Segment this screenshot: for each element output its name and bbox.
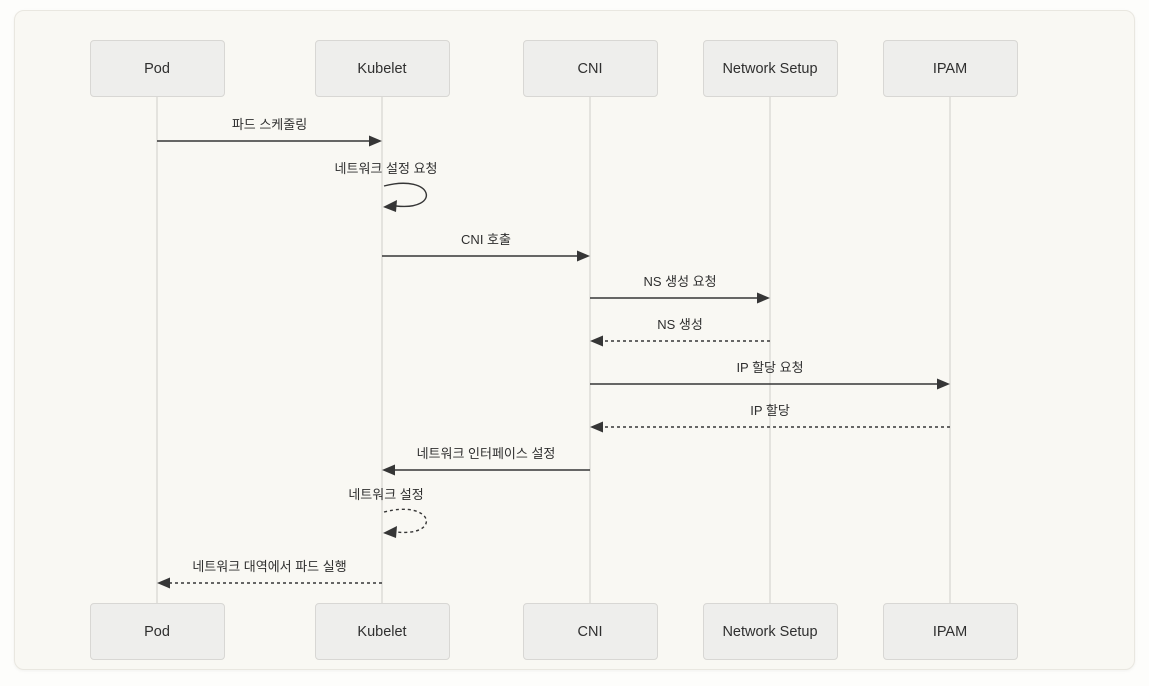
actor-label: Pod (144, 623, 170, 640)
actor-bottom-kubelet: Kubelet (314, 603, 450, 660)
actor-top-pod: Pod (89, 40, 225, 97)
actor-bottom-cni: CNI (522, 603, 658, 660)
message-label-2: CNI 호출 (461, 232, 511, 247)
message-label-8: 네트워크 설정 (348, 487, 424, 502)
message-label-6: IP 할당 (750, 403, 790, 418)
message-label-3: NS 생성 요청 (643, 274, 717, 289)
actor-bottom-pod: Pod (89, 603, 225, 660)
message-label-5: IP 할당 요청 (736, 360, 804, 375)
actor-top-cni: CNI (522, 40, 658, 97)
actor-label: Kubelet (357, 60, 407, 77)
message-label-4: NS 생성 (657, 317, 703, 332)
actor-label: IPAM (932, 60, 968, 77)
actor-label: IPAM (932, 623, 968, 640)
actor-bottom-network-setup: Network Setup (702, 603, 838, 660)
actor-top-ipam: IPAM (882, 40, 1018, 97)
actor-top-kubelet: Kubelet (314, 40, 450, 97)
actor-label: Network Setup (722, 623, 818, 640)
actor-bottom-ipam: IPAM (882, 603, 1018, 660)
actor-label: Network Setup (722, 60, 818, 77)
actor-label: CNI (577, 60, 603, 77)
actor-label: CNI (577, 623, 603, 640)
message-label-9: 네트워크 대역에서 파드 실행 (192, 559, 347, 574)
message-label-1: 네트워크 설정 요청 (334, 161, 438, 176)
diagram-panel (14, 10, 1135, 670)
actor-top-network-setup: Network Setup (702, 40, 838, 97)
message-label-7: 네트워크 인터페이스 설정 (416, 446, 556, 461)
actor-label: Kubelet (357, 623, 407, 640)
actor-label: Pod (144, 60, 170, 77)
message-label-0: 파드 스케줄링 (231, 117, 308, 132)
